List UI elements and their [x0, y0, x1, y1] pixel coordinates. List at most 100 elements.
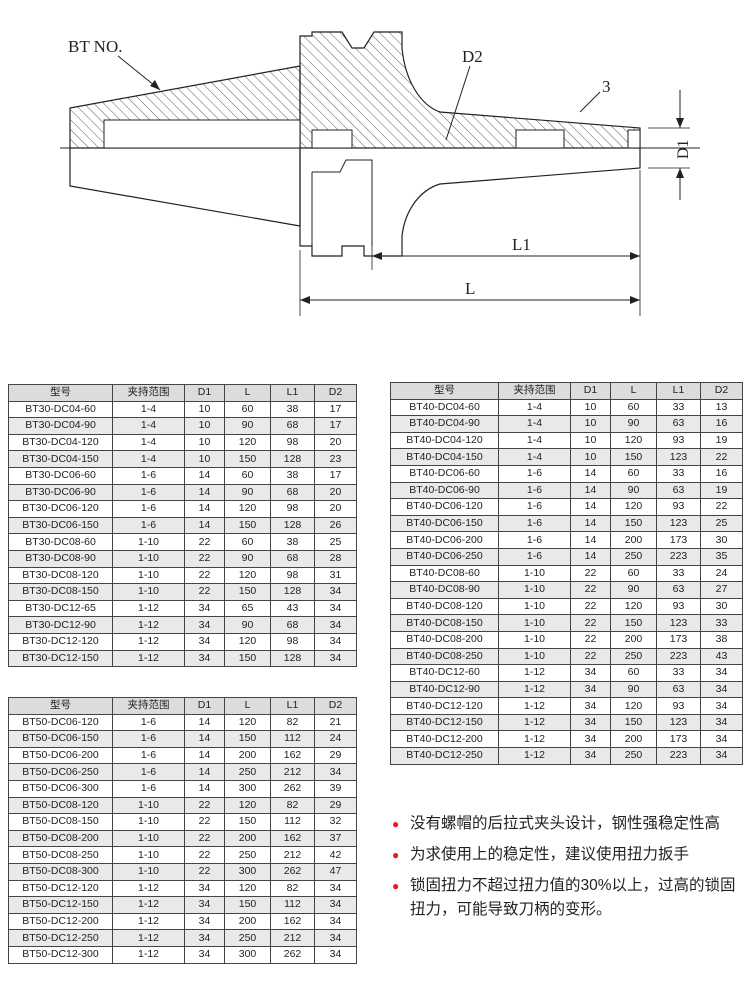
table-cell: 34: [314, 616, 357, 634]
table-cell: BT40-DC12-150: [390, 713, 499, 732]
table-cell: 1-12: [112, 649, 185, 668]
table-cell: 300: [224, 862, 271, 881]
table-cell: BT40-DC12-60: [390, 664, 499, 682]
table-cell: 30: [700, 531, 743, 549]
table-cell: 28: [314, 549, 357, 568]
table-cell: BT40-DC08-200: [390, 630, 499, 649]
table-cell: 60: [610, 398, 657, 417]
column-header: 型号: [390, 382, 499, 400]
table-cell: 90: [224, 549, 271, 568]
table-cell: 20: [314, 500, 357, 518]
table-cell: 150: [224, 730, 271, 748]
table-cell: 1-12: [498, 697, 571, 715]
table-cell: 250: [610, 747, 657, 765]
table-cell: 10: [184, 400, 225, 419]
table-cell: BT30-DC12-120: [8, 632, 113, 651]
table-cell: 1-10: [112, 583, 185, 601]
table-cell: 22: [184, 583, 225, 601]
table-cell: 14: [570, 481, 611, 500]
table-cell: 1-10: [498, 647, 571, 666]
column-header: L: [224, 384, 271, 402]
table-cell: 34: [700, 664, 743, 682]
table-cell: 34: [184, 929, 225, 947]
table-cell: 37: [314, 829, 357, 848]
table-cell: 123: [656, 614, 701, 632]
table-cell: 25: [314, 533, 357, 551]
table-cell: 90: [224, 616, 271, 634]
table-cell: 63: [656, 415, 701, 433]
table-cell: 1-4: [112, 417, 185, 435]
table-cell: 90: [610, 415, 657, 433]
table-cell: 33: [656, 664, 701, 682]
table-cell: BT50-DC08-250: [8, 846, 113, 864]
table-cell: 21: [314, 713, 357, 732]
table-cell: 120: [224, 796, 271, 815]
table-cell: 24: [700, 564, 743, 583]
table-cell: BT30-DC12-150: [8, 649, 113, 668]
table-cell: BT40-DC12-90: [390, 680, 499, 699]
table-cell: 10: [184, 417, 225, 435]
table-cell: 34: [314, 879, 357, 898]
table-cell: 23: [314, 450, 357, 468]
table-cell: 1-6: [112, 763, 185, 781]
table-cell: 120: [610, 498, 657, 516]
table-cell: BT50-DC12-300: [8, 945, 113, 964]
table-cell: BT50-DC06-200: [8, 746, 113, 765]
table-cell: 14: [184, 746, 225, 765]
table-cell: 68: [270, 483, 315, 502]
table-cell: 14: [570, 498, 611, 516]
table-cell: BT50-DC06-250: [8, 763, 113, 781]
table-cell: 1-4: [498, 431, 571, 450]
table-cell: 34: [184, 912, 225, 931]
table-cell: 1-10: [112, 862, 185, 881]
table-cell: 250: [610, 547, 657, 566]
table-cell: 22: [184, 862, 225, 881]
table-cell: 14: [184, 466, 225, 485]
table-cell: 1-4: [498, 398, 571, 417]
table-cell: 20: [314, 433, 357, 452]
column-header: L: [224, 697, 271, 715]
table-cell: 34: [314, 599, 357, 618]
table-cell: 14: [184, 713, 225, 732]
table-cell: 1-12: [498, 664, 571, 682]
table-cell: 30: [700, 597, 743, 616]
table-cell: 200: [224, 912, 271, 931]
table-cell: 1-4: [112, 433, 185, 452]
table-cell: 39: [314, 779, 357, 798]
table-cell: BT40-DC08-90: [390, 581, 499, 599]
table-cell: 1-6: [112, 516, 185, 535]
table-cell: 128: [270, 649, 315, 668]
table-cell: BT50-DC12-200: [8, 912, 113, 931]
table-cell: 150: [224, 516, 271, 535]
table-cell: BT40-DC12-250: [390, 747, 499, 765]
table-cell: BT30-DC04-120: [8, 433, 113, 452]
table-cell: 120: [224, 500, 271, 518]
table-cell: 1-6: [112, 746, 185, 765]
table-cell: 22: [570, 581, 611, 599]
table-cell: 1-6: [112, 713, 185, 732]
table-cell: 34: [570, 713, 611, 732]
table-cell: 31: [314, 566, 357, 585]
column-header: 型号: [8, 697, 113, 715]
table-cell: 27: [700, 581, 743, 599]
table-cell: 22: [184, 796, 225, 815]
table-cell: BT40-DC08-120: [390, 597, 499, 616]
table-cell: BT40-DC06-60: [390, 464, 499, 483]
table-cell: 150: [224, 649, 271, 668]
